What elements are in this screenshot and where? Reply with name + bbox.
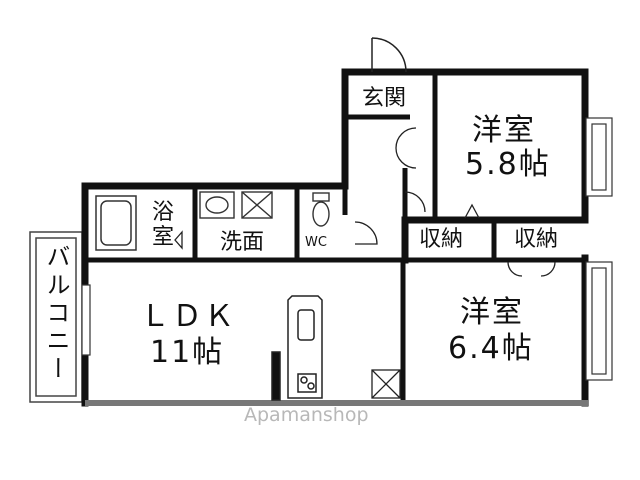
windows xyxy=(81,117,613,381)
western-room-a-name: 洋室 xyxy=(472,113,536,148)
entrance-label: 玄関 xyxy=(362,86,407,111)
ldk-name: ＬＤＫ xyxy=(140,299,236,334)
interior-doors xyxy=(174,127,556,277)
washroom-label: 洗面 xyxy=(220,230,265,255)
bottom-wall xyxy=(85,400,588,406)
ldk-size: 11帖 xyxy=(150,335,225,370)
toilet-label: WC xyxy=(305,235,327,250)
balcony-label: バルコニー xyxy=(42,244,70,384)
storage-2-label: 収納 xyxy=(514,227,559,252)
entrance-door xyxy=(371,37,407,73)
western-room-a-size: 5.8帖 xyxy=(465,147,551,182)
storage-1-label: 収納 xyxy=(419,227,464,252)
western-room-b-name: 洋室 xyxy=(460,295,524,330)
kitchen-counter xyxy=(271,295,323,401)
western-room-b-size: 6.4帖 xyxy=(448,331,534,366)
bathtub xyxy=(95,195,137,251)
wash-fixtures xyxy=(199,191,273,219)
watermark-text: Apamanshop xyxy=(244,404,369,426)
bath-label: 浴室 xyxy=(151,200,174,251)
fridge-space xyxy=(371,369,401,399)
interior-walls xyxy=(85,72,585,403)
toilet-fixture xyxy=(312,192,330,227)
